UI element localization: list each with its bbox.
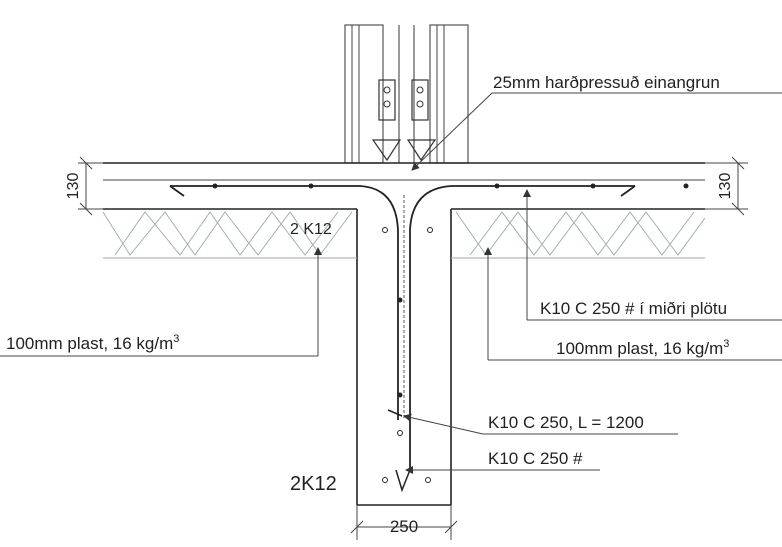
label-plast-right: 100mm plast, 16 kg/m3 — [556, 338, 729, 358]
leaders — [0, 92, 782, 474]
label-mesh-mid: K10 C 250 # í miðri plötu — [540, 299, 727, 318]
wall-studs — [344, 24, 469, 164]
label-width-dim: 250 — [390, 517, 418, 536]
label-bar-top: 2 K12 — [290, 221, 332, 238]
reinforcement — [169, 183, 689, 493]
insulation-left — [102, 211, 357, 259]
insulation-right — [451, 211, 706, 259]
label-bar-bottom: 2K12 — [290, 473, 337, 495]
label-mesh-bottom: K10 C 250 # — [488, 449, 583, 468]
label-plast-left: 100mm plast, 16 kg/m3 — [6, 333, 179, 353]
dimension-right — [705, 156, 748, 216]
label-dim-left: 130 — [65, 173, 82, 200]
dimension-left — [78, 156, 103, 216]
label-insulation-top: 25mm harðpressuð einangrun — [493, 73, 720, 92]
dimension-bottom — [350, 505, 458, 540]
label-stirrup: K10 C 250, L = 1200 — [488, 413, 644, 432]
slab-outline — [103, 162, 705, 506]
label-dim-right: 130 — [717, 173, 734, 200]
